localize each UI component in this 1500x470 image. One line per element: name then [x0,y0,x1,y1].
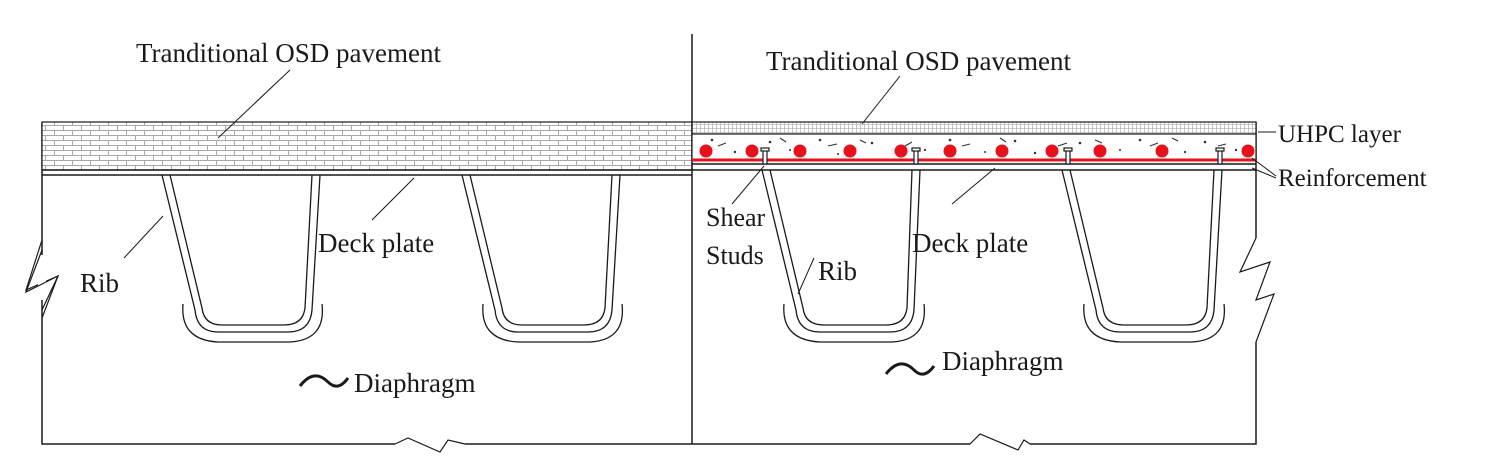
left-panel: Tranditional OSD pavement Rib Deck plate… [24,38,693,453]
left-pavement-label: Tranditional OSD pavement [136,38,441,68]
right-rib-label: Rib [818,256,857,286]
left-rib-2 [461,174,624,343]
uhpc-layer-label: UHPC layer [1278,121,1402,148]
zigzag-break-icon [1238,237,1276,343]
shear-label: Shear [706,203,766,232]
right-pavement-layer [691,121,1257,135]
right-rib-2 [1061,169,1226,343]
left-deck-plate-label: Deck plate [318,228,434,258]
right-pavement-label: Tranditional OSD pavement [766,46,1071,76]
reinforcement-label: Reinforcement [1278,165,1427,192]
left-diaphragm-label: Diaphragm [354,368,475,398]
tilde-icon [298,374,350,388]
left-frame [41,122,692,445]
right-rib-1 [761,169,926,343]
uhpc-aggregate [710,138,1238,155]
tilde-icon [884,362,936,376]
right-panel: Tranditional OSD pavement UHPC layer Rei… [691,34,1427,451]
shear-studs [760,147,1225,165]
left-rib-1 [161,174,324,343]
zigzag-break-icon [394,437,466,453]
studs-label: Studs [706,241,764,270]
right-deck-plate-label: Deck plate [912,228,1028,258]
zigzag-break-icon [969,433,1031,451]
left-rib-label: Rib [80,268,119,298]
uhpc-fibers [717,137,1227,147]
right-diaphragm-label: Diaphragm [942,346,1063,376]
reinforcement-bars [699,144,1255,158]
left-pavement-layer [41,121,693,171]
uhpc-layer [691,133,1257,161]
